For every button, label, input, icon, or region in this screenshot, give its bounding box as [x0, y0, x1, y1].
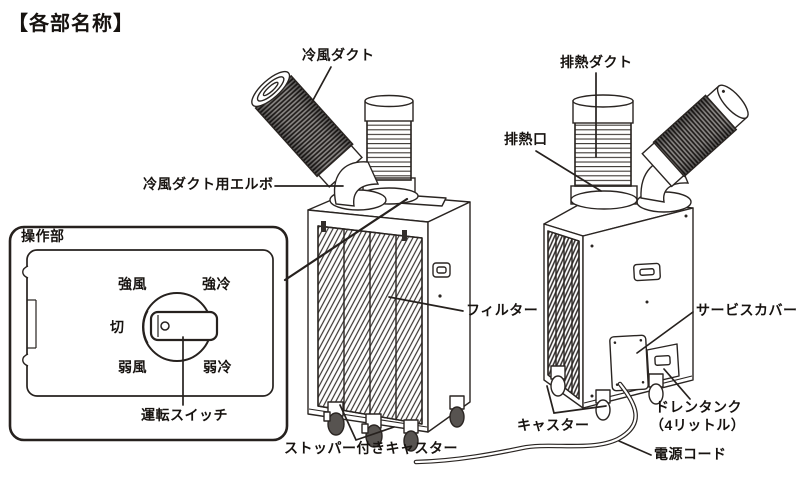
label-dial-off: 切 [110, 319, 125, 335]
label-power-cord: 電源コード [654, 446, 727, 462]
label-dial-high-cool: 強冷 [202, 276, 231, 292]
power-cord-drawing [413, 381, 638, 465]
label-drain-tank-capacity: （4リットル） [650, 417, 746, 433]
rear-grille [547, 230, 580, 400]
front-exhaust-duct-drawing [359, 94, 419, 205]
rear-unit-illustration [543, 198, 694, 421]
label-drain-tank: ドレンタンク [655, 399, 742, 415]
drain-tank-drawing [646, 343, 680, 384]
label-dial-low-fan: 弱風 [118, 359, 147, 375]
label-exhaust-duct: 排熱ダクト [560, 54, 633, 70]
front-unit-illustration [307, 191, 471, 452]
leader-lines [182, 66, 694, 456]
label-casters: キャスター [517, 417, 590, 433]
label-stopper-casters: ストッパー付きキャスター [284, 440, 458, 456]
operation-switch-knob [142, 292, 219, 362]
exhaust-elbow-duct-drawing [636, 84, 749, 213]
label-cold-air-duct-elbow: 冷風ダクト用エルボ [143, 176, 274, 192]
service-cover-drawing [609, 334, 649, 392]
rear-casters [550, 365, 664, 421]
label-filter: フィルター [466, 302, 539, 318]
label-service-cover: サービスカバー [696, 302, 798, 318]
rear-handle [633, 262, 661, 282]
front-casters [323, 395, 465, 452]
label-cold-air-duct: 冷風ダクト [302, 47, 375, 63]
label-operation-switch: 運転スイッチ [141, 407, 228, 423]
cold-air-duct-drawing [251, 70, 387, 211]
side-handle [432, 262, 451, 278]
label-dial-high-fan: 強風 [118, 276, 147, 292]
front-grille [317, 225, 423, 425]
label-control-panel-title: 操作部 [21, 228, 65, 244]
label-exhaust-outlet: 排熱口 [504, 131, 548, 147]
rear-exhaust-duct-drawing [570, 94, 638, 210]
cold-air-duct-elbow-drawing [329, 161, 387, 211]
label-dial-low-cool: 弱冷 [203, 359, 232, 375]
control-panel-inset [8, 225, 289, 442]
page-title: 【各部名称】 [8, 13, 134, 35]
